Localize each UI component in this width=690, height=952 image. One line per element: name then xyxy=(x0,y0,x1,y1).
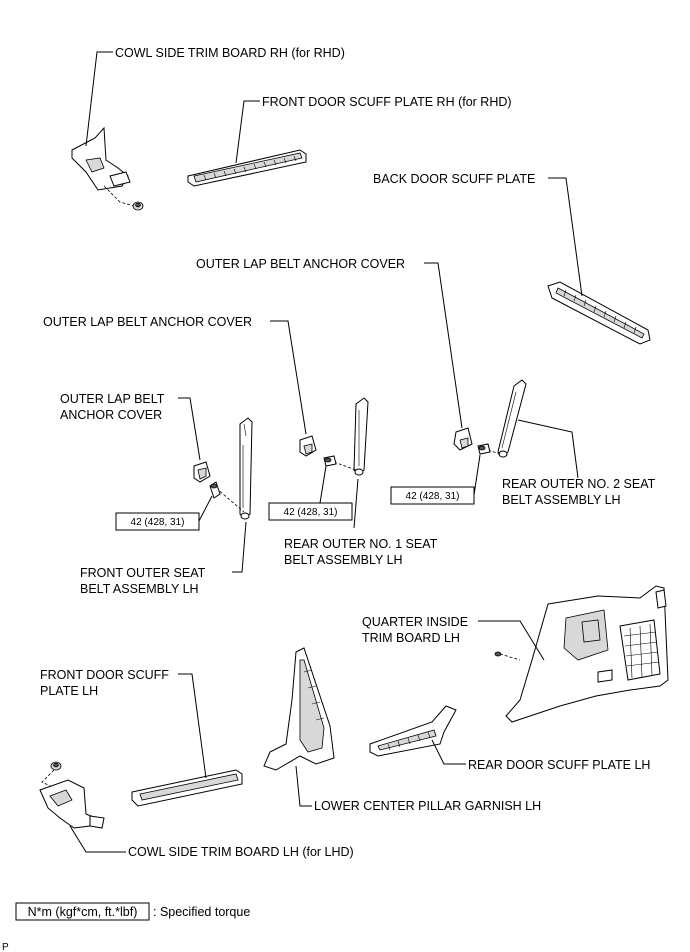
cowl-side-trim-board-lh xyxy=(39,761,105,829)
label-quarter-inside-trim-2: TRIM BOARD LH xyxy=(362,631,460,645)
torque-box-rear-no2: 42 (428, 31) xyxy=(390,486,475,505)
label-outer-lap-belt-anchor-cover-mid: OUTER LAP BELT ANCHOR COVER xyxy=(43,315,252,329)
torque-box-front: 42 (428, 31) xyxy=(115,512,200,531)
label-outer-lap-belt-anchor-cover-right: OUTER LAP BELT ANCHOR COVER xyxy=(196,257,405,271)
back-door-scuff-plate xyxy=(547,281,651,345)
rear-outer-no2-seat-belt-assembly xyxy=(477,379,527,458)
outer-lap-belt-anchor-cover-left xyxy=(193,461,211,483)
quarter-inside-trim-board-lh xyxy=(494,585,669,723)
label-rear-door-scuff-plate: REAR DOOR SCUFF PLATE LH xyxy=(468,758,650,772)
torque-box-rear-no1: 42 (428, 31) xyxy=(268,502,353,521)
torque-value-rear-no1: 42 (428, 31) xyxy=(284,507,338,518)
label-cowl-side-trim-board-rh: COWL SIDE TRIM BOARD RH (for RHD) xyxy=(115,46,345,60)
label-quarter-inside-trim-1: QUARTER INSIDE xyxy=(362,615,468,629)
front-outer-seat-belt-assembly xyxy=(209,417,253,520)
front-door-scuff-plate-lh xyxy=(131,769,243,807)
label-front-door-scuff-lh-1: FRONT DOOR SCUFF xyxy=(40,668,169,682)
corner-mark: P xyxy=(2,942,9,952)
label-front-door-scuff-plate-rh: FRONT DOOR SCUFF PLATE RH (for RHD) xyxy=(262,95,512,109)
legend-specified-torque: : Specified torque xyxy=(153,905,250,919)
label-front-outer-seat-belt-2: BELT ASSEMBLY LH xyxy=(80,582,199,596)
label-back-door-scuff-plate: BACK DOOR SCUFF PLATE xyxy=(373,172,535,186)
label-cowl-side-trim-board-lh: COWL SIDE TRIM BOARD LH (for LHD) xyxy=(128,845,354,859)
label-outer-lap-belt-anchor-cover-left-1: OUTER LAP BELT xyxy=(60,392,165,406)
label-front-door-scuff-lh-2: PLATE LH xyxy=(40,684,98,698)
rear-outer-no1-seat-belt-assembly xyxy=(323,397,369,476)
outer-lap-belt-anchor-cover-mid xyxy=(299,435,317,457)
front-door-scuff-plate-rh xyxy=(187,149,307,187)
label-outer-lap-belt-anchor-cover-left-2: ANCHOR COVER xyxy=(60,408,162,422)
label-lower-center-pillar-garnish: LOWER CENTER PILLAR GARNISH LH xyxy=(314,799,541,813)
rear-door-scuff-plate-lh xyxy=(369,705,457,757)
label-front-outer-seat-belt-1: FRONT OUTER SEAT xyxy=(80,566,206,580)
label-rear-outer-no1-seat-belt-1: REAR OUTER NO. 1 SEAT xyxy=(284,537,438,551)
cowl-side-trim-board-rh xyxy=(71,126,144,211)
torque-value-rear-no2: 42 (428, 31) xyxy=(406,491,460,502)
lower-center-pillar-garnish-lh xyxy=(263,647,335,771)
label-rear-outer-no2-seat-belt-2: BELT ASSEMBLY LH xyxy=(502,493,621,507)
torque-value-front: 42 (428, 31) xyxy=(131,517,185,528)
label-rear-outer-no2-seat-belt-1: REAR OUTER NO. 2 SEAT xyxy=(502,477,656,491)
label-rear-outer-no1-seat-belt-2: BELT ASSEMBLY LH xyxy=(284,553,403,567)
legend-torque-box: N*m (kgf*cm, ft.*lbf) xyxy=(28,905,138,919)
legend: N*m (kgf*cm, ft.*lbf) : Specified torque xyxy=(15,902,250,921)
outer-lap-belt-anchor-cover-right xyxy=(453,427,473,451)
